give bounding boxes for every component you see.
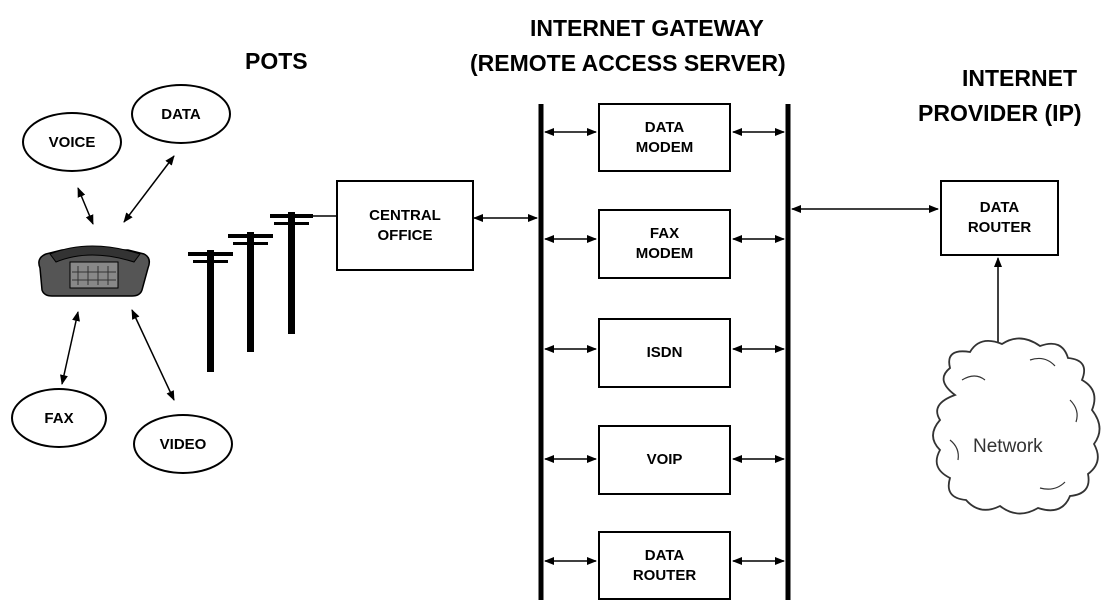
data-label: DATA [161,105,201,123]
gateway-data-router-box: DATA ROUTER [598,531,731,600]
network-cloud-icon [932,337,1101,515]
gateway-heading-line2: (REMOTE ACCESS SERVER) [470,50,786,76]
gateway-heading-line1: INTERNET GATEWAY [530,15,764,41]
gateway-data-router-label: DATA ROUTER [632,546,697,584]
video-label: VIDEO [159,435,207,453]
fax-modem-label: FAX MODEM [635,225,694,262]
data-oval: DATA [131,84,231,144]
fax-label: FAX [44,409,74,427]
telephone-poles-icon [188,212,336,372]
voip-box: VOIP [598,425,731,495]
fax-modem-box: FAX MODEM [598,209,731,279]
voip-label: VOIP [646,451,683,468]
provider-data-router-label: DATA ROUTER [967,199,1032,236]
voice-oval: VOICE [22,112,122,172]
fax-oval: FAX [11,388,107,448]
endpoint-arrows [60,155,538,401]
provider-heading-line1: INTERNET [962,65,1077,91]
provider-data-router-box: DATA ROUTER [940,180,1059,256]
provider-heading-line2: PROVIDER (IP) [918,100,1082,126]
data-modem-box: DATA MODEM [598,103,731,172]
telephone-icon [38,245,151,297]
isdn-label: ISDN [646,344,683,361]
data-modem-label: DATA MODEM [635,118,694,156]
isdn-box: ISDN [598,318,731,388]
video-oval: VIDEO [133,414,233,474]
pots-heading: POTS [245,48,308,74]
central-office-box: CENTRAL OFFICE [336,180,474,271]
central-office-label: CENTRAL OFFICE [369,206,441,244]
network-label: Network [973,436,1043,457]
voice-label: VOICE [48,133,96,151]
